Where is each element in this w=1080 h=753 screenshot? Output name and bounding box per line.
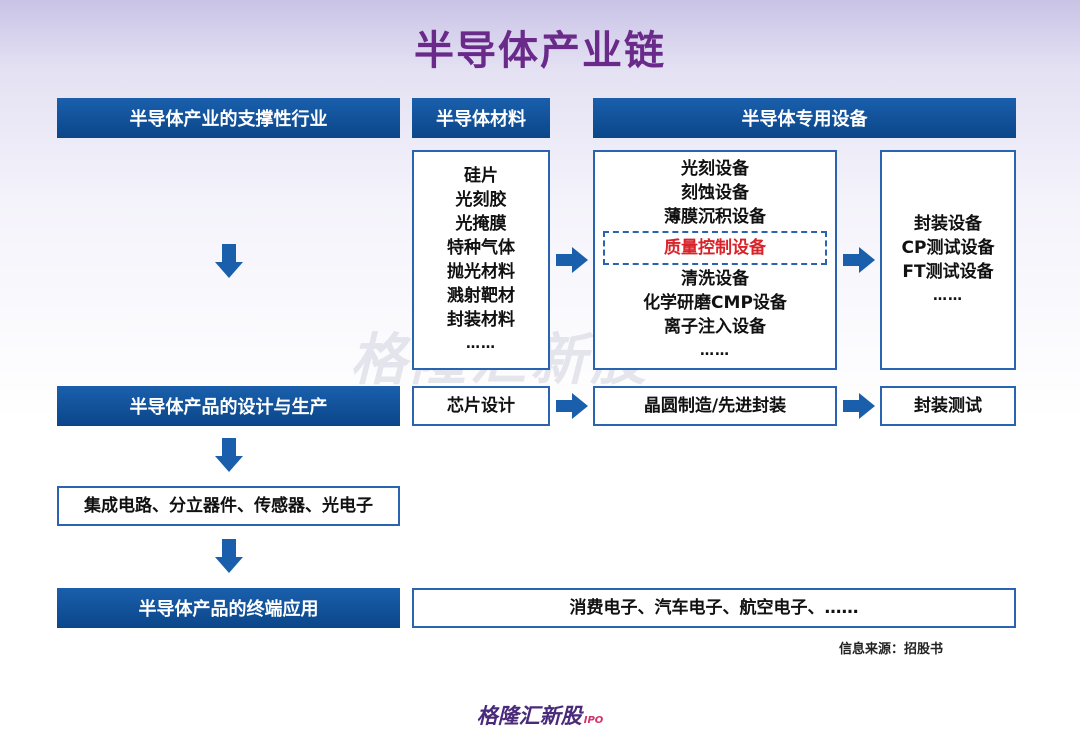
pack-equipment-item: CP测试设备 xyxy=(901,238,995,258)
equipment-item-ellipsis: …… xyxy=(700,343,730,359)
equipment-pack-box: 封装设备 CP测试设备 FT测试设备 …… xyxy=(880,150,1016,370)
material-item: 光掩膜 xyxy=(455,214,507,234)
equipment-item: 化学研磨CMP设备 xyxy=(643,293,787,313)
pack-equipment-item-ellipsis: …… xyxy=(933,288,963,304)
equipment-item: 刻蚀设备 xyxy=(681,183,749,203)
pack-equipment-item: 封装设备 xyxy=(914,214,982,234)
arrow-right-icon xyxy=(843,393,875,419)
header-equipment: 半导体专用设备 xyxy=(593,98,1016,138)
logo-suffix: IPO xyxy=(583,715,604,726)
pack-test-box: 封装测试 xyxy=(880,386,1016,426)
chip-design-box: 芯片设计 xyxy=(412,386,550,426)
arrow-right-icon xyxy=(556,247,588,273)
products-label: 集成电路、分立器件、传感器、光电子 xyxy=(84,496,373,516)
header-terminal-applications: 半导体产品的终端应用 xyxy=(57,588,400,628)
equipment-item: 清洗设备 xyxy=(681,269,749,289)
wafer-box: 晶圆制造/先进封装 xyxy=(593,386,837,426)
material-item: 特种气体 xyxy=(447,238,515,258)
header-support-industries: 半导体产业的支撑性行业 xyxy=(57,98,400,138)
applications-box: 消费电子、汽车电子、航空电子、…… xyxy=(412,588,1016,628)
products-box: 集成电路、分立器件、传感器、光电子 xyxy=(57,486,400,526)
arrow-down-icon xyxy=(215,244,243,278)
equipment-item: 离子注入设备 xyxy=(664,317,766,337)
logo-text: 格隆汇新股 xyxy=(476,704,582,728)
material-item: 抛光材料 xyxy=(447,262,515,282)
header-design-production: 半导体产品的设计与生产 xyxy=(57,386,400,426)
material-item: 封装材料 xyxy=(447,310,515,330)
equipment-item-highlighted: 质量控制设备 xyxy=(603,231,827,265)
equipment-item: 光刻设备 xyxy=(681,159,749,179)
page-title: 半导体产业链 xyxy=(414,28,666,74)
material-item: 溅射靶材 xyxy=(447,286,515,306)
materials-list-box: 硅片 光刻胶 光掩膜 特种气体 抛光材料 溅射靶材 封装材料 …… xyxy=(412,150,550,370)
chip-design-label: 芯片设计 xyxy=(447,396,515,416)
wafer-label: 晶圆制造/先进封装 xyxy=(643,396,787,416)
material-item: 光刻胶 xyxy=(455,190,507,210)
applications-label: 消费电子、汽车电子、航空电子、…… xyxy=(569,598,859,618)
arrow-down-icon xyxy=(215,438,243,472)
pack-equipment-item: FT测试设备 xyxy=(902,262,994,282)
source-note: 信息来源：招股书 xyxy=(838,642,943,657)
material-item: 硅片 xyxy=(464,166,498,186)
equipment-main-box: 光刻设备 刻蚀设备 薄膜沉积设备 质量控制设备 清洗设备 化学研磨CMP设备 离… xyxy=(593,150,837,370)
arrow-down-icon xyxy=(215,539,243,573)
material-item-ellipsis: …… xyxy=(466,336,496,352)
pack-test-label: 封装测试 xyxy=(914,396,982,416)
arrow-right-icon xyxy=(843,247,875,273)
arrow-right-icon xyxy=(556,393,588,419)
equipment-item: 薄膜沉积设备 xyxy=(664,207,766,227)
header-materials: 半导体材料 xyxy=(412,98,550,138)
